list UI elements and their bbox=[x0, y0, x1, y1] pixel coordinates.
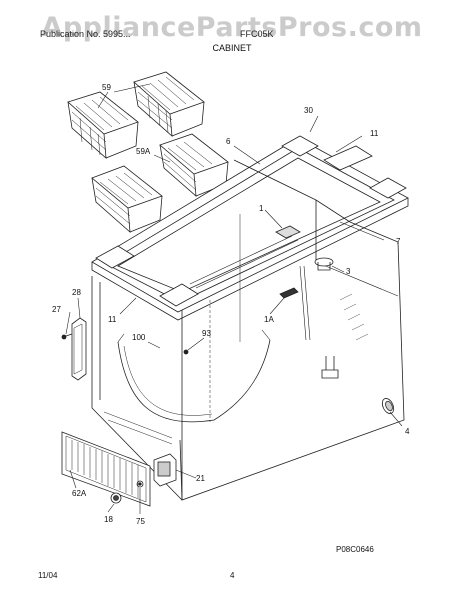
callout-62a: 62A bbox=[72, 489, 87, 498]
basket-59-left bbox=[67, 91, 139, 159]
callout-27: 27 bbox=[52, 305, 61, 314]
callout-28: 28 bbox=[72, 288, 81, 297]
callout-18: 18 bbox=[104, 515, 113, 524]
callout-3: 3 bbox=[346, 267, 351, 276]
basket-59-right bbox=[133, 71, 205, 137]
callout-1a: 1A bbox=[264, 315, 274, 324]
callout-11-top: 11 bbox=[370, 129, 379, 138]
callout-11-left: 11 bbox=[108, 315, 117, 324]
hinge-bracket bbox=[61, 317, 87, 381]
grille-panel bbox=[61, 431, 151, 507]
footer-date: 11/04 bbox=[38, 571, 58, 580]
callout-7: 7 bbox=[396, 237, 401, 246]
leader-lines bbox=[65, 83, 403, 514]
model-number: FFC05K bbox=[240, 29, 274, 39]
drawing-code: P08C0646 bbox=[336, 545, 374, 554]
drain-plug-4 bbox=[381, 398, 395, 414]
callout-93: 93 bbox=[202, 329, 211, 338]
leveling-foot-3 bbox=[314, 257, 334, 271]
callout-59a: 59A bbox=[136, 147, 151, 156]
publication-number: Publication No. 5995... bbox=[40, 29, 131, 39]
callout-1: 1 bbox=[259, 204, 264, 213]
callout-21: 21 bbox=[196, 474, 205, 483]
callout-75: 75 bbox=[136, 517, 145, 526]
callout-6: 6 bbox=[226, 137, 231, 146]
section-title: CABINET bbox=[212, 43, 252, 53]
screw-93 bbox=[183, 349, 189, 355]
cabinet-body bbox=[91, 159, 405, 501]
callout-100: 100 bbox=[132, 333, 146, 342]
footer-page-number: 4 bbox=[230, 571, 235, 580]
basket-59a-left bbox=[91, 165, 163, 233]
basket-59a-right bbox=[159, 133, 229, 197]
watermark: AppliancePartsPros.com bbox=[41, 12, 423, 43]
lid-frame bbox=[91, 135, 409, 321]
callout-labels: 59 30 11 6 59A 1 7 3 28 27 11 1A 100 93 … bbox=[52, 83, 410, 526]
callout-59: 59 bbox=[102, 83, 111, 92]
callout-4: 4 bbox=[405, 427, 410, 436]
callout-30: 30 bbox=[304, 106, 313, 115]
control-box bbox=[153, 453, 177, 487]
knob-18 bbox=[110, 492, 122, 504]
